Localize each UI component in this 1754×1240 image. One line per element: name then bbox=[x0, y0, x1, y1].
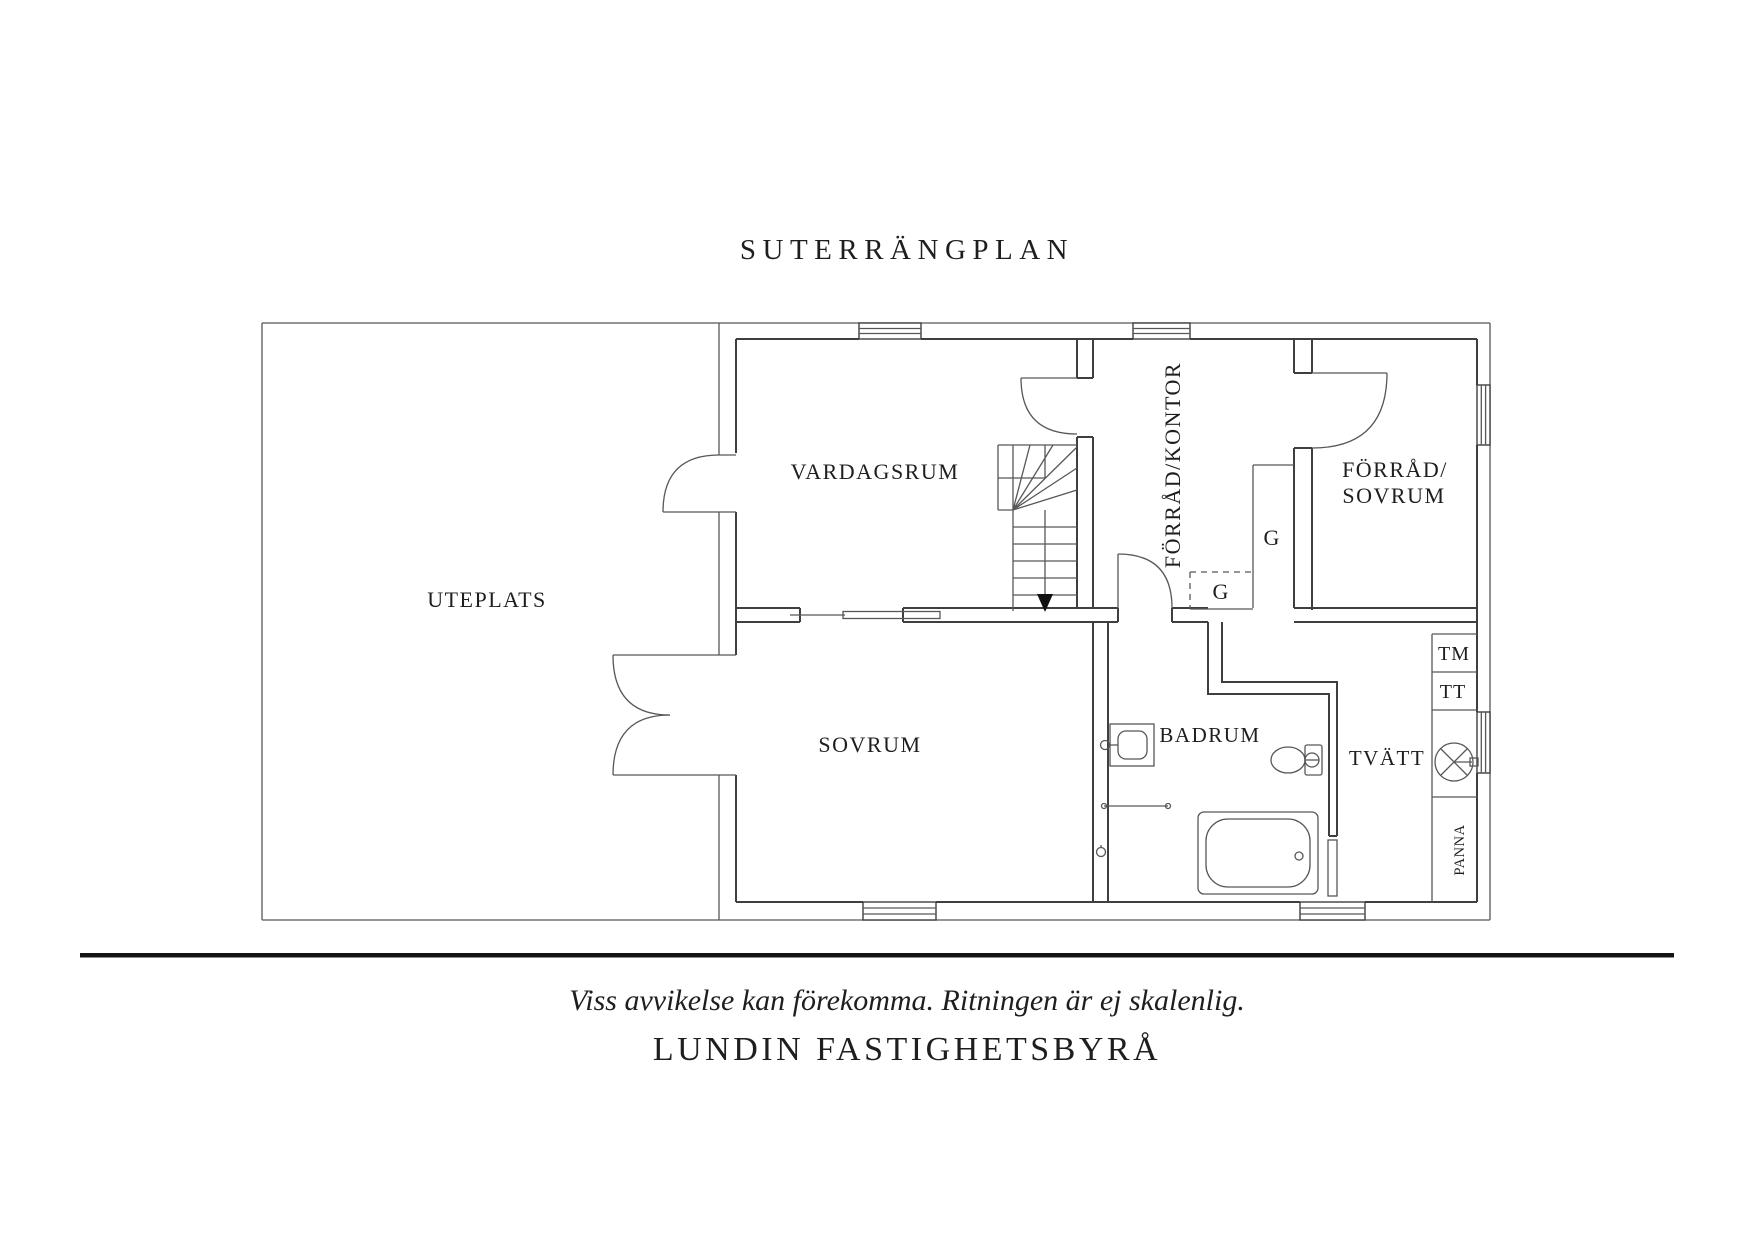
marker-label-tt: TT bbox=[1440, 681, 1466, 703]
room-labels: UTEPLATS VARDAGSRUM FÖRRÅD/KONTOR FÖRRÅD… bbox=[427, 362, 1470, 876]
stairs bbox=[997, 444, 1078, 612]
marker-label-tm: TM bbox=[1438, 643, 1470, 665]
utility-column bbox=[1431, 633, 1479, 902]
towel-rail-icon bbox=[1100, 802, 1172, 810]
bathtub-icon bbox=[1197, 811, 1319, 895]
marker-label-g-lower: G bbox=[1213, 579, 1230, 604]
closet-g-lower-dashed bbox=[1189, 571, 1253, 610]
water-heater-icon bbox=[1434, 742, 1479, 782]
door-tvatt-leaf bbox=[1327, 839, 1338, 897]
room-label-panna: PANNA bbox=[1452, 824, 1468, 875]
room-label-badrum: BADRUM bbox=[1159, 723, 1260, 747]
window-north-2 bbox=[1132, 322, 1191, 340]
marker-label-g-upper: G bbox=[1264, 525, 1281, 550]
footer: Viss avvikelse kan förekomma. Ritningen … bbox=[80, 953, 1674, 1068]
room-label-uteplats: UTEPLATS bbox=[427, 587, 547, 612]
door-forrad-sovrum bbox=[1311, 372, 1388, 449]
sink-icon bbox=[1099, 723, 1155, 767]
stair-direction-arrow bbox=[1037, 594, 1053, 612]
interior-wall-lines bbox=[735, 338, 1478, 903]
windows bbox=[858, 322, 1491, 921]
sliding-door-sovrum bbox=[790, 610, 941, 620]
footer-disclaimer: Viss avvikelse kan förekomma. Ritningen … bbox=[569, 984, 1245, 1017]
page-title: SUTERRÄNGPLAN bbox=[740, 234, 1074, 266]
window-north-1 bbox=[858, 322, 922, 340]
room-label-vardagsrum: VARDAGSRUM bbox=[791, 459, 960, 484]
door-badrum bbox=[1117, 553, 1173, 609]
divider-rule bbox=[80, 953, 1674, 958]
room-label-forrad-sovrum-1: FÖRRÅD/ bbox=[1342, 457, 1448, 482]
doors bbox=[612, 372, 1388, 897]
room-label-forrad-kontor: FÖRRÅD/KONTOR bbox=[1160, 362, 1185, 568]
window-south-2 bbox=[1299, 901, 1366, 921]
agency-name: LUNDIN FASTIGHETSBYRÅ bbox=[653, 1031, 1161, 1068]
toilet-icon bbox=[1270, 744, 1323, 776]
closet-g-upper bbox=[1252, 464, 1294, 608]
uteplats-outline bbox=[261, 322, 720, 921]
window-east-lower bbox=[1476, 711, 1491, 774]
window-east-upper bbox=[1476, 384, 1491, 446]
room-label-tvatt: TVÄTT bbox=[1349, 746, 1425, 770]
door-west-double bbox=[612, 654, 736, 776]
door-vardagsrum bbox=[1020, 377, 1078, 435]
bathroom-fixtures bbox=[1095, 723, 1323, 895]
door-west-single bbox=[662, 454, 736, 513]
room-label-forrad-sovrum-2: SOVRUM bbox=[1342, 483, 1445, 508]
wall-tap-icon bbox=[1095, 845, 1107, 858]
room-label-sovrum: SOVRUM bbox=[818, 732, 921, 757]
window-south-1 bbox=[862, 901, 937, 921]
